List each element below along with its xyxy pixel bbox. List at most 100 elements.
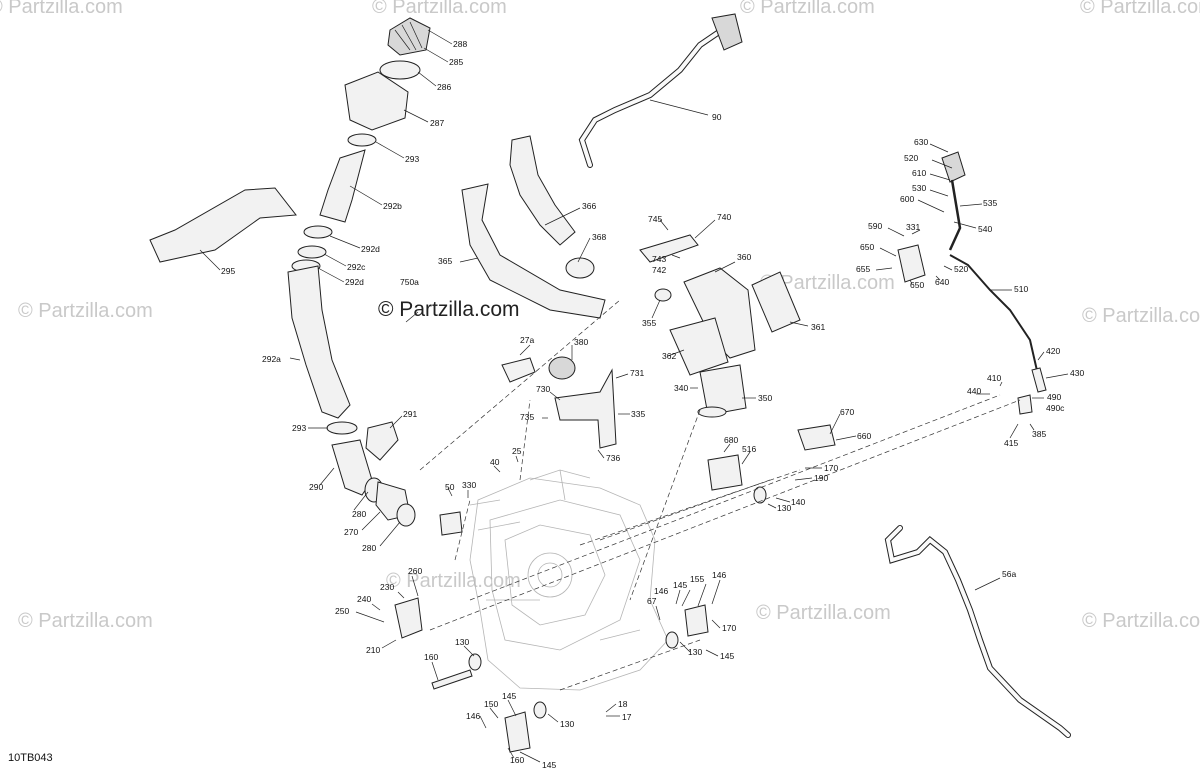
callout-600: 600 — [900, 194, 914, 204]
callout-130: 130 — [688, 647, 702, 657]
intake-shroud — [344, 71, 409, 131]
callout-67: 67 — [647, 596, 657, 606]
callout-293: 293 — [292, 423, 306, 433]
callout-170: 170 — [722, 623, 736, 633]
bracket-230 — [394, 597, 423, 639]
callout-145: 145 — [542, 760, 556, 770]
callout-270: 270 — [344, 527, 358, 537]
gear-130-4 — [753, 486, 767, 504]
callout-130: 130 — [777, 503, 791, 513]
clamp-280-2 — [396, 503, 416, 527]
bracket-145 — [504, 711, 531, 753]
cover-362 — [669, 317, 729, 376]
callout-630: 630 — [914, 137, 928, 147]
callout-331: 331 — [906, 222, 920, 232]
shift-knob-630 — [941, 151, 966, 183]
brand-watermark: © Partzilla.com — [378, 298, 520, 321]
callout-288: 288 — [453, 39, 467, 49]
gear-130-2 — [533, 701, 547, 719]
callout-380: 380 — [574, 337, 588, 347]
callout-750a: 750a — [400, 277, 419, 287]
callout-17: 17 — [622, 712, 632, 722]
clamp-355 — [654, 288, 672, 302]
bracket-730 — [554, 368, 617, 449]
callout-292a: 292a — [262, 354, 281, 364]
callout-440: 440 — [967, 386, 981, 396]
callout-430: 430 — [1070, 368, 1084, 378]
clamp-293b — [326, 421, 358, 435]
callout-368: 368 — [592, 232, 606, 242]
callout-355: 355 — [642, 318, 656, 328]
watermark: © Partzilla.com — [372, 0, 507, 18]
callout-350: 350 — [758, 393, 772, 403]
callout-146: 146 — [712, 570, 726, 580]
callout-740: 740 — [717, 212, 731, 222]
actuator-680 — [707, 454, 743, 491]
duct-366 — [509, 135, 576, 246]
seal-350 — [697, 406, 727, 418]
watermark: © Partzilla.com — [756, 602, 891, 624]
intake-hose-292a — [287, 265, 351, 419]
callout-650: 650 — [910, 280, 924, 290]
callout-520: 520 — [904, 153, 918, 163]
callout-140: 140 — [791, 497, 805, 507]
bracket-740 — [639, 234, 699, 263]
lever-490 — [1017, 394, 1033, 415]
callout-410: 410 — [987, 373, 1001, 383]
callout-293: 293 — [405, 154, 419, 164]
shift-bracket-650 — [897, 244, 926, 283]
callout-660: 660 — [857, 431, 871, 441]
callout-360: 360 — [737, 252, 751, 262]
bolt-160 — [431, 669, 473, 690]
heat-shield-295 — [149, 187, 297, 263]
callout-170: 170 — [824, 463, 838, 473]
intake-top-cap — [387, 17, 431, 56]
callout-362: 362 — [662, 351, 676, 361]
callout-280: 280 — [362, 543, 376, 553]
elbow-291 — [365, 421, 399, 461]
callout-335: 335 — [631, 409, 645, 419]
callout-640: 640 — [935, 277, 949, 287]
callout-260: 260 — [408, 566, 422, 576]
callout-520: 520 — [954, 264, 968, 274]
callout-735: 735 — [520, 412, 534, 422]
callout-361: 361 — [811, 322, 825, 332]
callout-labels: 288 285 286 287 293 292b 292d 292c 292d … — [221, 39, 1084, 770]
callout-287: 287 — [430, 118, 444, 128]
callout-25: 25 — [512, 446, 522, 456]
clamp-292d — [303, 225, 333, 239]
rod-420 — [1031, 367, 1047, 393]
callout-330: 330 — [462, 480, 476, 490]
callout-145: 145 — [720, 651, 734, 661]
filter-380 — [548, 356, 576, 380]
callout-146: 146 — [466, 711, 480, 721]
callout-295: 295 — [221, 266, 235, 276]
alignment-lines — [419, 299, 1021, 691]
callout-415: 415 — [1004, 438, 1018, 448]
shift-cable-510 — [949, 254, 1039, 376]
callout-650: 650 — [860, 242, 874, 252]
callout-292b: 292b — [383, 201, 402, 211]
callout-290: 290 — [309, 482, 323, 492]
watermark: © Partzilla.com — [1080, 0, 1200, 18]
callout-292d: 292d — [345, 277, 364, 287]
callout-27a: 27a — [520, 335, 534, 345]
leader-lines — [199, 29, 1069, 763]
watermark: © Partzilla.com — [760, 272, 895, 294]
clamp-293a — [347, 133, 377, 147]
gear-130 — [468, 653, 482, 671]
callout-40: 40 — [490, 457, 500, 467]
callout-736: 736 — [606, 453, 620, 463]
callout-280: 280 — [352, 509, 366, 519]
callout-366: 366 — [582, 201, 596, 211]
callout-540: 540 — [978, 224, 992, 234]
duct-365 — [461, 183, 606, 319]
callout-745: 745 — [648, 214, 662, 224]
callout-130: 130 — [455, 637, 469, 647]
callout-590: 590 — [868, 221, 882, 231]
plate-50 — [439, 511, 463, 536]
watermark: © Partzilla.com — [18, 610, 153, 632]
callout-145: 145 — [673, 580, 687, 590]
callout-680: 680 — [724, 435, 738, 445]
callout-130: 130 — [560, 719, 574, 729]
